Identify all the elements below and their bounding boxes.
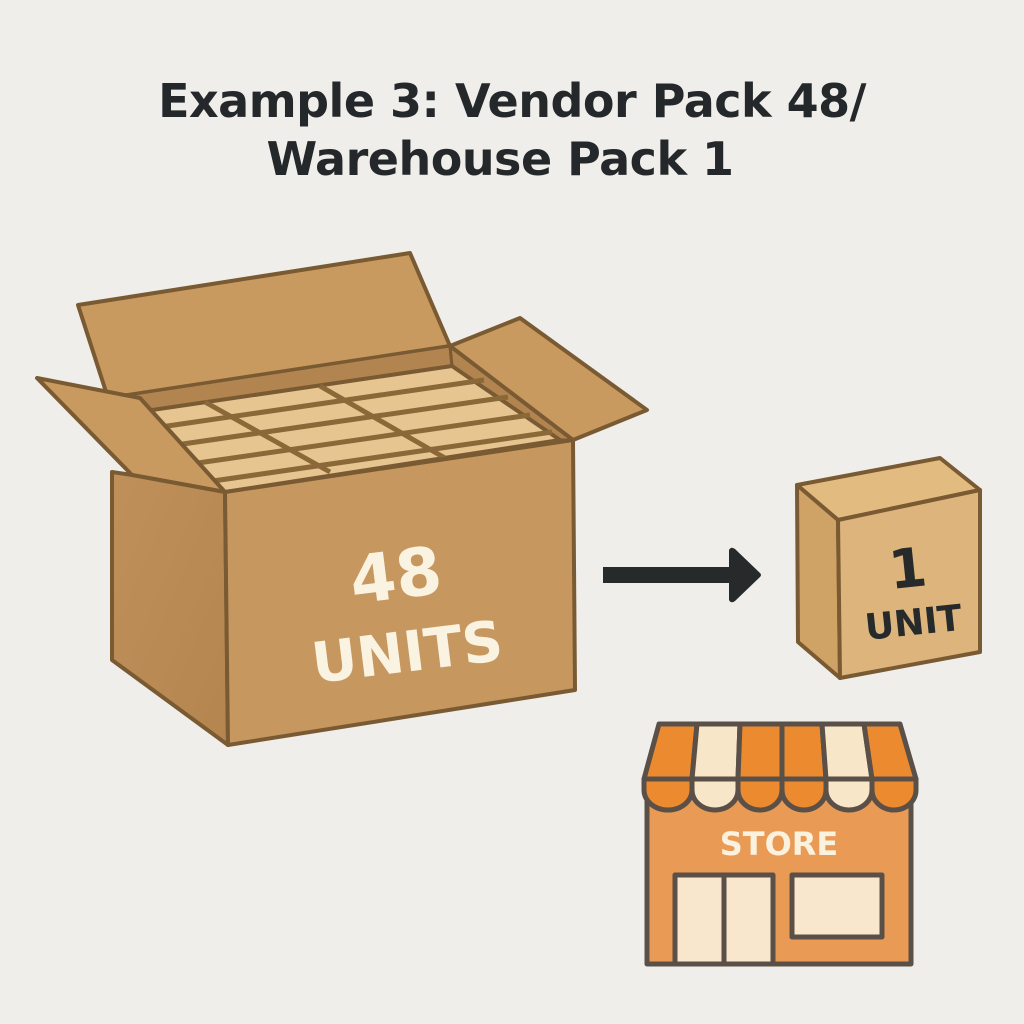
storefront-icon bbox=[641, 721, 919, 967]
box-right-flap bbox=[448, 316, 649, 442]
title-line-1: Example 3: Vendor Pack 48/ bbox=[158, 74, 866, 128]
box-left-side bbox=[110, 470, 230, 747]
warehouse-pack-box-icon bbox=[795, 456, 982, 680]
arrow-right-icon bbox=[603, 547, 761, 603]
store-sign-label: STORE bbox=[720, 825, 839, 863]
store-window bbox=[789, 872, 885, 940]
small-box-front bbox=[836, 488, 982, 680]
warehouse-pack-unit-label: UNIT bbox=[863, 598, 965, 649]
vendor-pack-quantity: 48 bbox=[346, 532, 447, 620]
box-front-face bbox=[223, 438, 577, 747]
vendor-pack-box-icon bbox=[35, 251, 649, 747]
small-box-left-side bbox=[795, 483, 842, 680]
warehouse-pack-label: 1 UNIT bbox=[863, 535, 965, 649]
compartment-grid bbox=[139, 377, 553, 485]
arrow-head bbox=[729, 547, 761, 603]
store-awning bbox=[641, 721, 919, 813]
warehouse-pack-quantity: 1 bbox=[886, 535, 930, 602]
arrow-shaft bbox=[603, 567, 731, 583]
diagram-title: Example 3: Vendor Pack 48/ Warehouse Pac… bbox=[0, 72, 1024, 188]
title-line-2: Warehouse Pack 1 bbox=[266, 132, 734, 186]
